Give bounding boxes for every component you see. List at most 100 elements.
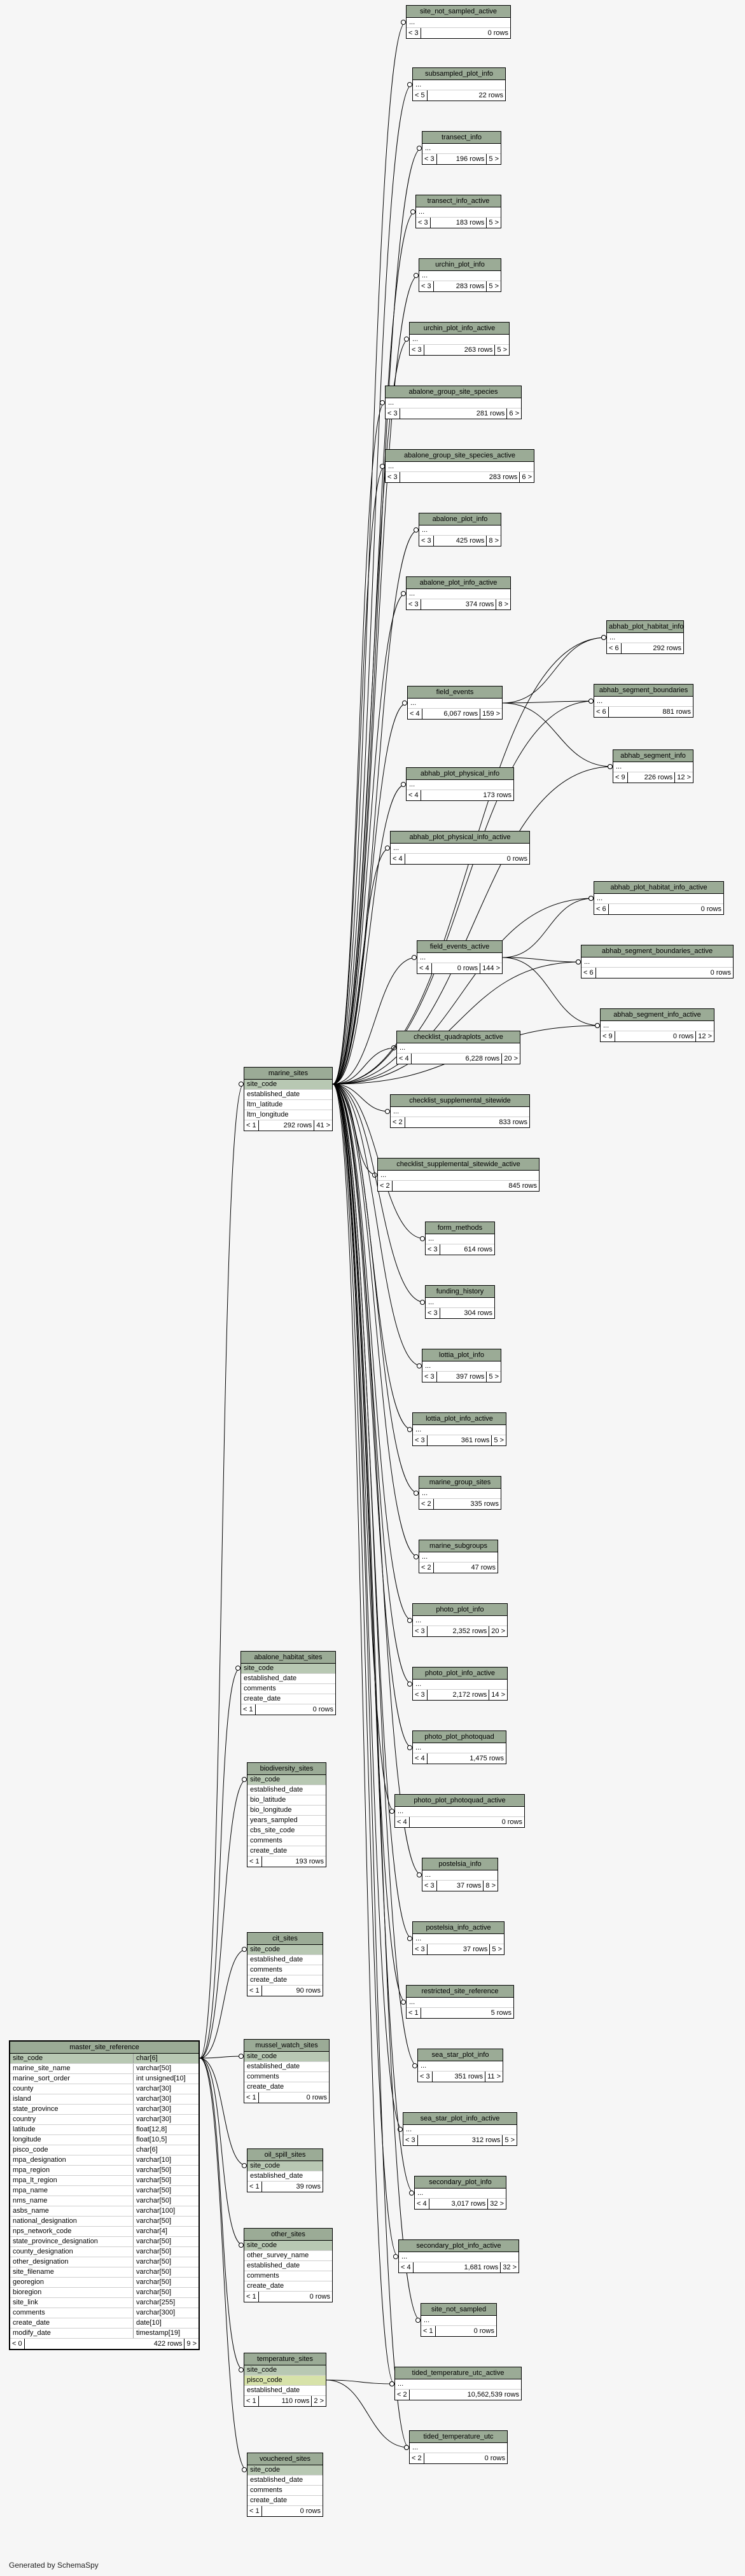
table-name[interactable]: field_events	[408, 686, 502, 699]
table-name[interactable]: abhab_segment_boundaries	[594, 685, 693, 697]
table-name[interactable]: transect_info_active	[416, 195, 501, 207]
table-name[interactable]: tided_temperature_utc	[410, 2431, 507, 2443]
table-name[interactable]: transect_info	[422, 132, 501, 144]
table-name[interactable]: abhab_plot_habitat_info	[607, 621, 683, 633]
table-name[interactable]: marine_sites	[244, 1068, 332, 1080]
table-name[interactable]: funding_history	[426, 1286, 494, 1298]
table-name[interactable]: photo_plot_photoquad_active	[395, 1795, 524, 1807]
table-name[interactable]: subsampled_plot_info	[413, 68, 505, 80]
table-name[interactable]: postelsia_info_active	[413, 1922, 504, 1934]
table-name[interactable]: abhab_plot_physical_info	[407, 768, 513, 780]
table-name[interactable]: temperature_sites	[244, 2353, 326, 2365]
table-name[interactable]: photo_plot_photoquad	[413, 1731, 506, 1743]
table-name[interactable]: abhab_plot_habitat_info_active	[594, 882, 723, 894]
table-name[interactable]: abhab_plot_physical_info_active	[391, 832, 529, 844]
table-name[interactable]: abalone_group_site_species_active	[386, 450, 534, 462]
table-name[interactable]: postelsia_info	[422, 1858, 498, 1870]
table-name[interactable]: vouchered_sites	[247, 2453, 323, 2465]
table-name[interactable]: sea_star_plot_info_active	[403, 2113, 517, 2125]
table-name[interactable]: abalone_group_site_species	[386, 386, 521, 398]
table-name[interactable]: master_site_reference	[10, 2042, 198, 2054]
table-name[interactable]: checklist_quadraplots_active	[397, 1031, 520, 1043]
table-name[interactable]: cit_sites	[247, 1933, 323, 1945]
table-name[interactable]: secondary_plot_info	[415, 2176, 506, 2189]
table-name[interactable]: form_methods	[426, 1222, 494, 1234]
table-name[interactable]: urchin_plot_info	[419, 259, 501, 271]
table-name[interactable]: checklist_supplemental_sitewide_active	[378, 1159, 539, 1171]
table-checklist-supplemental-sitewide-active[interactable]: checklist_supplemental_sitewide_active..…	[377, 1158, 540, 1192]
table-name[interactable]: other_sites	[244, 2229, 332, 2241]
table-name[interactable]: abalone_plot_info	[419, 513, 501, 526]
table-name[interactable]: site_not_sampled	[421, 2304, 496, 2316]
table-name[interactable]: site_not_sampled_active	[407, 6, 510, 18]
table-name[interactable]: photo_plot_info	[413, 1604, 507, 1616]
table-name[interactable]: urchin_plot_info_active	[410, 323, 509, 335]
table-name[interactable]: marine_subgroups	[419, 1540, 498, 1552]
table-name[interactable]: abhab_segment_info_active	[601, 1009, 714, 1021]
table-name[interactable]: secondary_plot_info_active	[399, 2240, 519, 2252]
table-name[interactable]: checklist_supplemental_sitewide	[391, 1095, 529, 1107]
table-name[interactable]: biodiversity_sites	[247, 1763, 326, 1775]
table-name[interactable]: oil_spill_sites	[247, 2149, 323, 2161]
table-name[interactable]: abalone_plot_info_active	[407, 577, 510, 589]
table-name[interactable]: mussel_watch_sites	[244, 2040, 329, 2052]
table-name[interactable]: field_events_active	[417, 941, 502, 953]
table-name[interactable]: marine_group_sites	[419, 1477, 501, 1489]
table-name[interactable]: sea_star_plot_info	[418, 2049, 503, 2061]
table-name[interactable]: lottia_plot_info	[422, 1349, 501, 1361]
table-name[interactable]: tided_temperature_utc_active	[395, 2367, 521, 2379]
table-name[interactable]: abhab_segment_boundaries_active	[581, 945, 733, 957]
table-name[interactable]: photo_plot_info_active	[413, 1667, 507, 1680]
table-name[interactable]: restricted_site_reference	[407, 1986, 513, 1998]
